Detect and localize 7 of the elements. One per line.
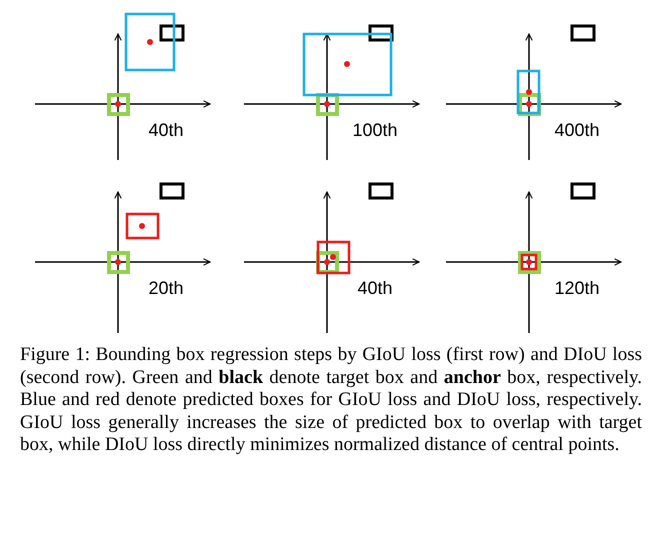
step-label: 120th [554, 278, 600, 299]
step-label: 400th [554, 120, 600, 141]
step-label: 40th [357, 278, 393, 299]
step-label: 20th [148, 278, 184, 299]
step-label: 100th [352, 120, 398, 141]
step-label: 40th [148, 120, 184, 141]
figure-caption: Figure 1: Bounding box regression steps by GIoU loss (first row) and DIoU loss (second row). Green and black denote target box and anchor box, respectively. Blue and red denote predicted boxes for GIoU loss and DIoU loss, respectively. GIoU loss generally increases the size of predicted box to overlap with target box, while DIoU loss directly minimizes normalized distance of central points. [20, 344, 642, 457]
